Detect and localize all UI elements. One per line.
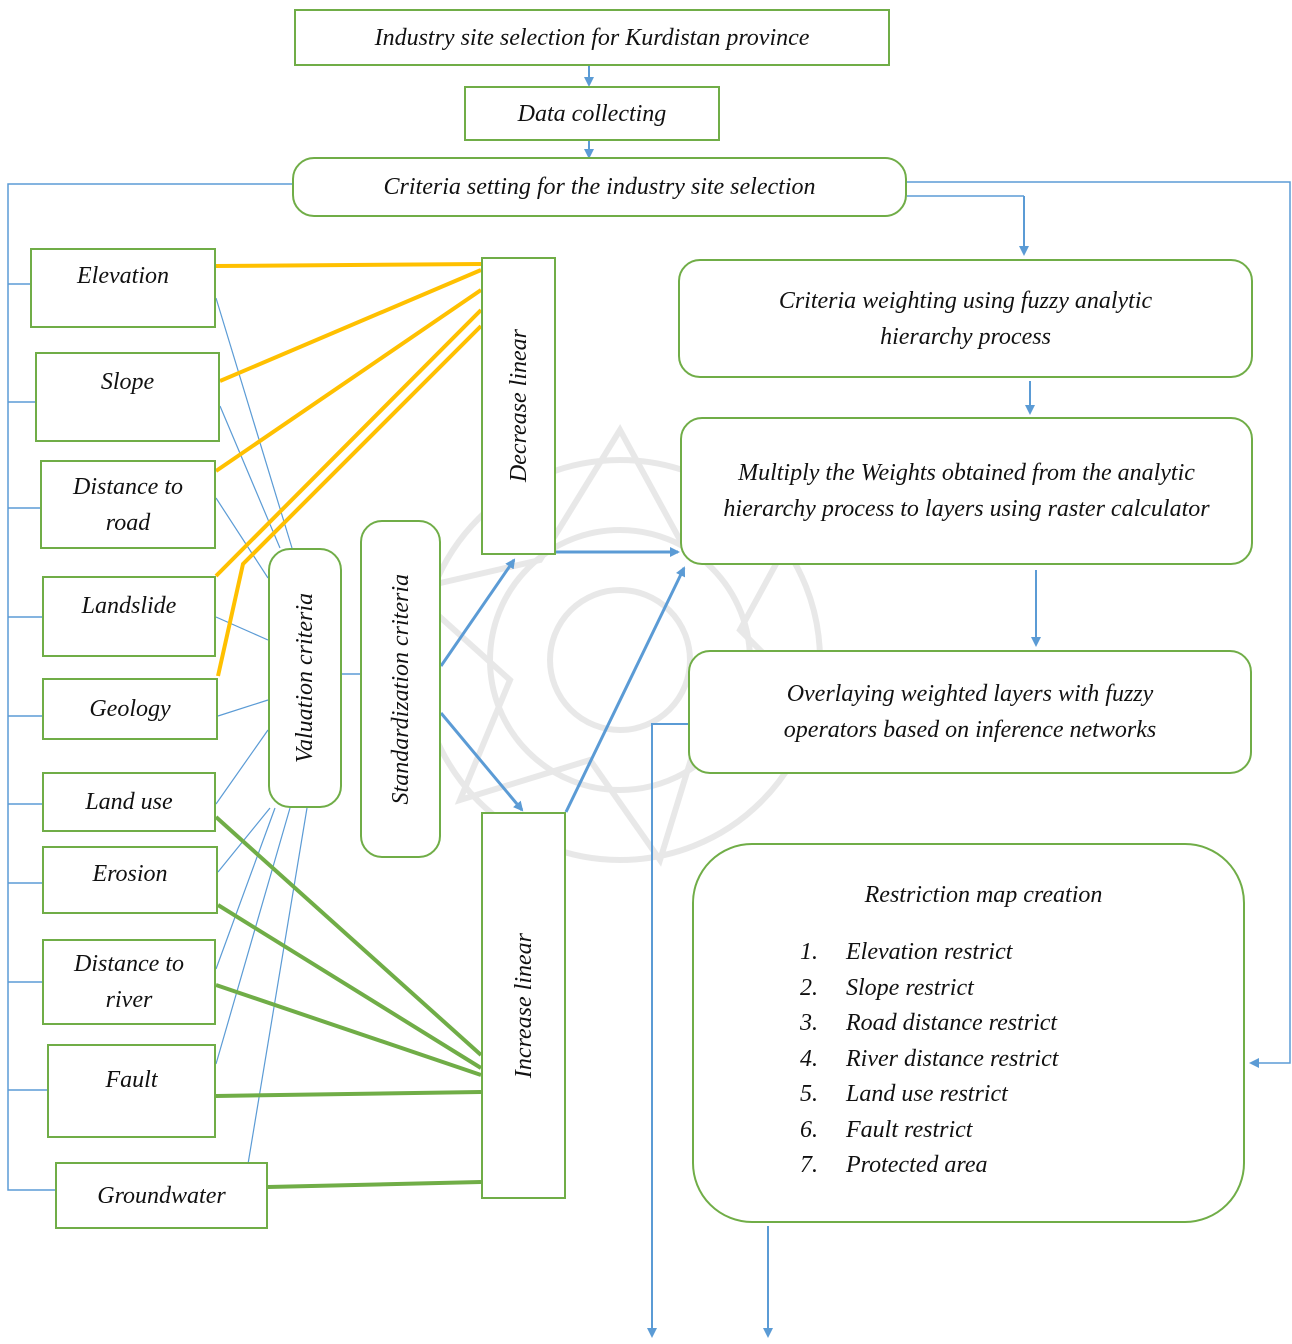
arrow-to-restriction (907, 181, 1291, 1068)
increase-linear-label: Increase linear (510, 932, 537, 1079)
restriction-item: Elevation restrict (824, 935, 1213, 971)
left-bracket (7, 183, 292, 1191)
arrow-standardization-to-increase (439, 712, 524, 812)
thin-links-valuation (215, 297, 308, 1165)
decrease-links (214, 262, 483, 677)
criterion-fault: Fault (47, 1044, 216, 1138)
decrease-linear-box: Decrease linear (481, 257, 556, 555)
standardization-criteria-box: Standardization criteria (360, 520, 441, 858)
restriction-item: Slope restrict (824, 971, 1213, 1007)
restriction-item: Protected area (824, 1148, 1213, 1184)
arrow-increase-to-multiply (564, 566, 686, 813)
weighting-box: Criteria weighting using fuzzy analytic … (678, 259, 1253, 378)
restriction-item: River distance restrict (824, 1042, 1213, 1078)
multiply-box: Multiply the Weights obtained from the a… (680, 417, 1253, 565)
restriction-item: Fault restrict (824, 1113, 1213, 1149)
criterion-landslide: Landslide (42, 576, 216, 657)
standardization-criteria-label: Standardization criteria (387, 573, 414, 805)
criterion-erosion: Erosion (42, 846, 218, 914)
data-collecting-box: Data collecting (464, 86, 720, 141)
criteria-setting-box: Criteria setting for the industry site s… (292, 157, 907, 217)
increase-linear-box: Increase linear (481, 812, 566, 1199)
overlay-box: Overlaying weighted layers with fuzzy op… (688, 650, 1252, 774)
restriction-map-box: Restriction map creation Elevation restr… (692, 843, 1245, 1223)
criterion-groundwater: Groundwater (55, 1162, 268, 1229)
criterion-distance-to-road: Distance to road (40, 460, 216, 549)
title-box: Industry site selection for Kurdistan pr… (294, 9, 890, 66)
criterion-distance-to-river: Distance to river (42, 939, 216, 1025)
arrow-standardization-to-decrease (439, 558, 516, 667)
restriction-list: Elevation restrict Slope restrict Road d… (754, 935, 1213, 1184)
restriction-item: Land use restrict (824, 1077, 1213, 1113)
criterion-elevation: Elevation (30, 248, 216, 328)
valuation-criteria-label: Valuation criteria (292, 593, 318, 763)
restriction-title: Restriction map creation (864, 882, 1103, 908)
restriction-item: Road distance restrict (824, 1006, 1213, 1042)
arrow-overlay-out (647, 723, 688, 1338)
criterion-geology: Geology (42, 678, 218, 740)
valuation-criteria-box: Valuation criteria (268, 548, 342, 808)
increase-links (214, 815, 483, 1189)
criterion-land-use: Land use (42, 772, 216, 832)
decrease-linear-label: Decrease linear (505, 329, 532, 483)
criterion-slope: Slope (35, 352, 220, 442)
